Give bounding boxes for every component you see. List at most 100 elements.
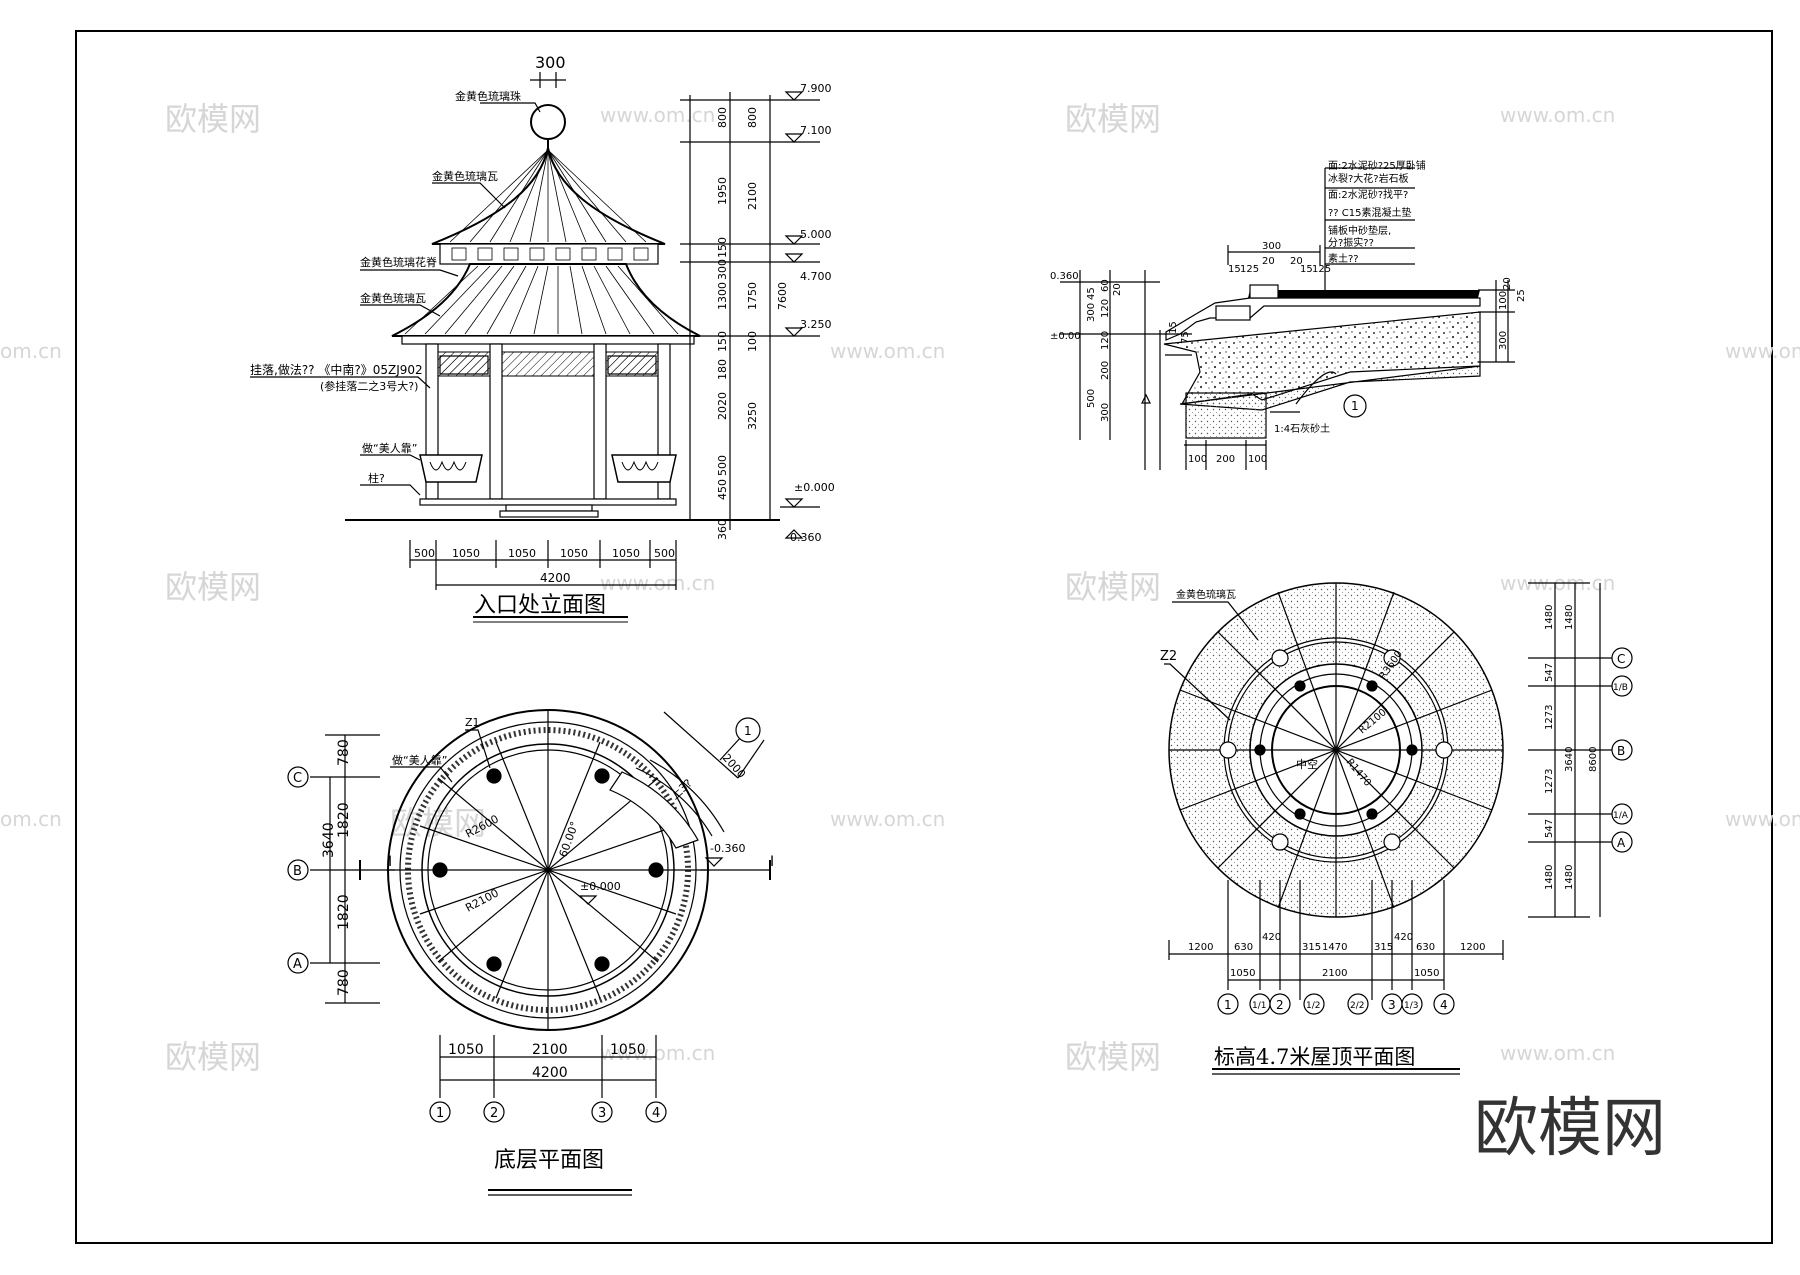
roof-column-outer [1271, 833, 1289, 851]
roof-vdim: 547 [1544, 663, 1555, 682]
roof-axis-3: 3 [1388, 998, 1396, 1012]
ground-level: -0.360 [710, 842, 745, 855]
axis-label-3: 3 [598, 1106, 606, 1121]
section-left-dim: 45 [1086, 287, 1097, 300]
elev-label-lower-tile: 金黄色琉璃瓦 [360, 291, 426, 305]
section-left-dim: 300 [1086, 303, 1097, 322]
plan-vdim: 780 [336, 969, 352, 996]
section-left-dim: 75 [1180, 331, 1191, 344]
plan-vdim: 780 [336, 739, 352, 766]
section-callout: 1 [744, 724, 752, 738]
section-left-dim: 120 [1100, 299, 1111, 318]
elev-level: 3.250 [800, 318, 832, 331]
roof-axis-1-3: 1/3 [1404, 1001, 1418, 1011]
roof-hdim-bottom: 1050 [1414, 968, 1439, 979]
column-tag-z1: Z1 [465, 716, 480, 729]
bench-right [611, 454, 677, 483]
roof-hdim-top: 630 [1234, 942, 1253, 953]
watermark-brand: 欧模网 [1065, 1038, 1161, 1076]
plan-vdim: 1820 [336, 894, 352, 930]
elev-vdim: 150 [716, 331, 729, 352]
roof-hdim-top: 420 [1394, 932, 1413, 943]
elev-hdim: 1050 [452, 547, 480, 560]
roof-plan-axes [1217, 647, 1633, 1015]
roof-label-void: 中空 [1296, 757, 1318, 771]
watermark-site: www.om.cn [1725, 807, 1800, 831]
elev-top-dim: 300 [535, 53, 566, 72]
section-bottom-dim: 100 [1248, 454, 1267, 465]
watermark-brand: 欧模网 [165, 100, 261, 138]
watermark-site: www.om.cn [600, 571, 715, 595]
section-top-dim: 125 [1312, 264, 1331, 275]
section-right-dim: 300 [1498, 331, 1509, 350]
roof-hdim-top: 1200 [1460, 942, 1485, 953]
roof-axis-b: B [1617, 744, 1625, 758]
section-level: 0.360 [1050, 271, 1079, 282]
roof-hdim-top: 1200 [1188, 942, 1213, 953]
roof-hdim-top: 315 [1302, 942, 1321, 953]
section-note: 铺板中砂垫层, [1328, 224, 1391, 237]
section-left-dim: 60 [1100, 279, 1111, 292]
roof-column-outer [1383, 649, 1401, 667]
watermark-site: www.om.cn [1500, 1041, 1615, 1065]
section-left-dim: 500 [1086, 389, 1097, 408]
elev-vdim-outer: 2100 [746, 182, 759, 210]
roof-vdim: 1480 [1544, 865, 1555, 890]
entrance-steps [609, 771, 699, 849]
roof-label-tile: 金黄色琉璃瓦 [1176, 588, 1236, 601]
axis-label-c: C [293, 771, 302, 786]
section-detail-drawing [1060, 167, 1515, 470]
column-marker [486, 956, 502, 972]
plan-hdim: 2100 [532, 1042, 568, 1058]
elev-label-ridge: 金黄色琉璃花脊 [360, 255, 437, 269]
section-left-dim: 15 [1168, 321, 1179, 334]
plan-hdim: 1050 [610, 1042, 646, 1058]
elev-hdim: 500 [654, 547, 675, 560]
watermark-site: www.om.cn [830, 339, 945, 363]
elev-label-finial: 金黄色琉璃珠 [455, 89, 521, 103]
elev-vdim: 180 [716, 359, 729, 380]
roof-vdim: 1273 [1544, 769, 1555, 794]
paving-layer [1248, 290, 1480, 298]
roof-column-outer [1271, 649, 1289, 667]
ground-plan-axes [287, 717, 761, 1123]
roof-vdim-outer: 3640 [1564, 747, 1575, 772]
watermark-site-partial: om.cn [0, 807, 62, 831]
roof-plan-title: 标高4.7米屋顶平面图 [1214, 1045, 1415, 1069]
bench-label: 做“美人靠” [392, 753, 447, 767]
roof-vdim-outer: 1480 [1564, 865, 1575, 890]
roof-column-inner [1294, 680, 1306, 692]
upper-roof [431, 147, 666, 245]
radius-r2100: R2100 [463, 886, 501, 914]
column-marker [594, 768, 610, 784]
section-note: 分?振实?? [1328, 236, 1374, 249]
roof-hdim-top: 1470 [1322, 942, 1347, 953]
ground-plan-title: 底层平面图 [494, 1148, 604, 1173]
watermark-brand: 欧模网 [1065, 100, 1161, 138]
elev-vdim: 150 [716, 237, 729, 258]
roof-label-z2: Z2 [1160, 649, 1177, 664]
axis-label-2: 2 [490, 1106, 498, 1121]
section-top-dim: 15 [1228, 264, 1241, 275]
section-left-dim: 300 [1100, 403, 1111, 422]
section-note: ?? C15素混凝土垫 [1328, 206, 1412, 219]
elevation-drawing [250, 72, 820, 623]
section-right-dim: 25 [1516, 289, 1527, 302]
section-left-dim: 200 [1100, 361, 1111, 380]
column-marker [486, 768, 502, 784]
axis-label-4: 4 [652, 1106, 660, 1121]
elev-vdim-outer: 1750 [746, 282, 759, 310]
section-top-dim: 20 [1290, 256, 1303, 267]
watermark-site-partial: om.cn [0, 339, 62, 363]
roof-axis-1-1: 1/1 [1252, 1001, 1266, 1011]
roof-hdim-top: 315 [1374, 942, 1393, 953]
roof-vdim-outer: 1480 [1564, 605, 1575, 630]
watermark-site: www.om.cn [1725, 339, 1800, 363]
column [489, 343, 503, 500]
roof-column-inner [1366, 680, 1378, 692]
elevation-title: 入口处立面图 [474, 593, 606, 618]
elev-level: ±0.000 [794, 481, 835, 494]
section-note: 素土?? [1328, 252, 1359, 265]
step [499, 510, 599, 518]
roof-axis-c: C [1617, 652, 1625, 666]
